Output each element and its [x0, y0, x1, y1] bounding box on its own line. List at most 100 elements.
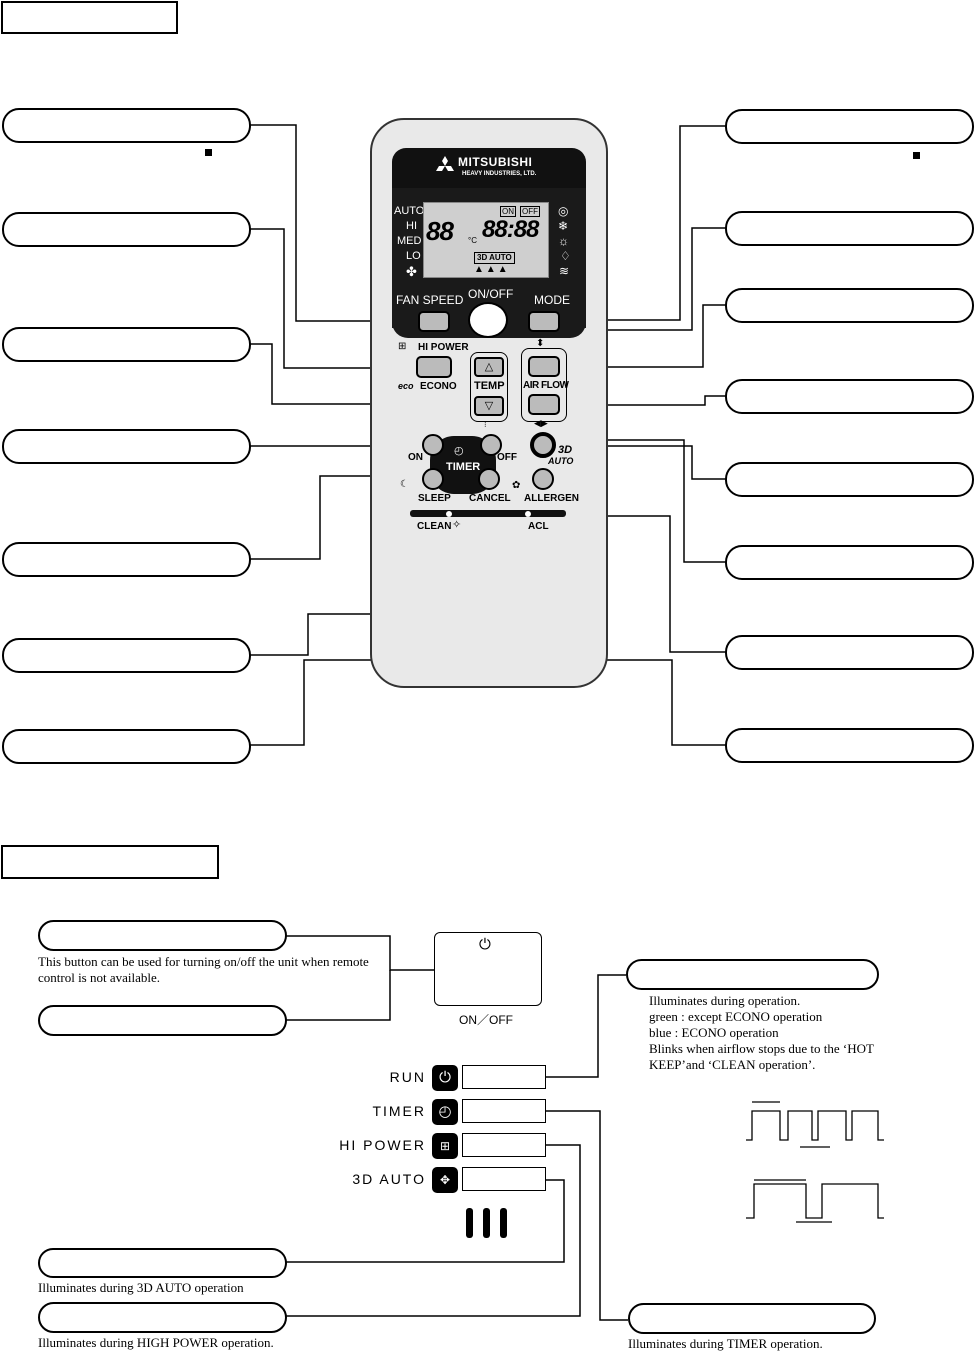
fan-icon: ✤ — [406, 264, 417, 279]
callout-pill — [38, 920, 287, 951]
callout-pill — [2, 729, 251, 764]
callout-pill — [2, 108, 251, 143]
mode-cool-icon: ❄ — [558, 219, 569, 233]
3d-auto-indicator-lamp — [462, 1167, 546, 1191]
on-off-button[interactable] — [468, 302, 508, 338]
acl-reset-button[interactable] — [525, 511, 531, 517]
remote-brand-panel — [392, 148, 586, 188]
callout-pill — [2, 429, 251, 464]
clock-icon: ◴ — [454, 445, 464, 457]
allergen-label: ALLERGEN — [524, 493, 579, 504]
remote-section-header — [1, 1, 178, 34]
callout-pill — [2, 212, 251, 247]
temp-group — [470, 352, 508, 422]
callout-pill — [725, 288, 974, 323]
3d-label: 3D — [558, 444, 573, 456]
hi-power-indicator-lamp — [462, 1133, 546, 1157]
econo-icon: eco — [398, 381, 414, 391]
mode-button[interactable] — [528, 311, 560, 332]
callout-pill — [725, 635, 974, 670]
callout-pill — [38, 1248, 287, 1278]
clock-icon: ◴ — [432, 1099, 458, 1125]
fan-level-med: MED — [397, 235, 422, 247]
sleep-icon: ☾ — [400, 479, 409, 490]
timer-indicator-label: TIMER — [372, 1103, 426, 1119]
mitsubishi-logo-icon — [435, 155, 455, 175]
3d-auto-icon: ✥ — [432, 1167, 458, 1193]
callout-pill — [725, 545, 974, 580]
hi-power-econo-button[interactable] — [416, 356, 452, 378]
run-description-line-2: green : except ECONO operation — [649, 1009, 823, 1024]
lcd-screen — [423, 202, 549, 278]
unit-section-header — [1, 845, 219, 879]
callout-pill — [626, 959, 879, 990]
brand-subname: HEAVY INDUSTRIES, LTD. — [462, 171, 537, 177]
temp-up-button[interactable]: △ — [474, 357, 504, 377]
on-off-note: This button can be used for turning on/o… — [38, 954, 369, 985]
airflow-horizontal-button[interactable] — [528, 394, 560, 415]
callout-pill — [725, 379, 974, 414]
lcd-3d-auto: 3D AUTO — [474, 252, 515, 264]
acl-label: ACL — [528, 521, 549, 532]
timer-description: Illuminates during TIMER operation. — [628, 1336, 823, 1351]
unit-on-off-label: ON／OFF — [459, 1013, 513, 1027]
3d-auto-sublabel: AUTO — [548, 456, 574, 466]
airflow-label: AIR FLOW — [523, 380, 569, 391]
3d-auto-description: Illuminates during 3D AUTO operation — [38, 1280, 244, 1295]
mode-fan-icon: ≋ — [559, 264, 570, 278]
lcd-timer-off: OFF — [520, 206, 540, 217]
callout-pill — [2, 327, 251, 362]
horizontal-airflow-icon: ◀▶ — [534, 418, 548, 428]
callout-pill — [2, 638, 251, 673]
run-description-line-4: Blinks when airflow stops due to the ‘HO… — [649, 1041, 874, 1056]
callout-pill — [725, 462, 974, 497]
airflow-vertical-button[interactable] — [528, 356, 560, 377]
callout-pill — [38, 1302, 287, 1333]
econo-label: ECONO — [420, 381, 457, 392]
timer-off-label: OFF — [497, 452, 517, 463]
small-square-marker — [913, 152, 920, 159]
timer-dots-icon: ⁝ — [484, 420, 487, 429]
clean-reset-button[interactable] — [446, 511, 452, 517]
hi-power-icon: ⊞ — [432, 1133, 458, 1159]
unit-on-off-switch[interactable] — [434, 932, 542, 1006]
timer-off-button[interactable] — [480, 434, 502, 456]
timer-on-label: ON — [408, 452, 423, 463]
mode-label: MODE — [534, 293, 570, 307]
run-indicator-lamp — [462, 1065, 546, 1089]
mode-heat-icon: ☼ — [558, 234, 569, 248]
lcd-degree-unit: °C — [468, 236, 477, 245]
fan-speed-label: FAN SPEED — [396, 293, 464, 307]
airflow-group — [521, 348, 567, 422]
sleep-button[interactable] — [422, 468, 444, 490]
run-description-line-3: blue : ECONO operation — [649, 1025, 779, 1040]
callout-pill — [725, 728, 974, 763]
lcd-clock: 88:88 — [482, 216, 539, 243]
mode-auto-icon: ◎ — [558, 204, 569, 218]
run-description-line-1: Illuminates during operation. — [649, 993, 801, 1008]
fan-level-lo: LO — [406, 250, 421, 262]
hi-power-description: Illuminates during HIGH POWER operation. — [38, 1335, 274, 1350]
timer-label: TIMER — [446, 461, 481, 473]
fan-level-auto: AUTO — [394, 205, 425, 217]
cancel-button[interactable] — [478, 468, 500, 490]
allergen-icon: ✿ — [512, 480, 521, 491]
callout-pill — [2, 542, 251, 577]
vertical-airflow-icon: ⬍ — [536, 338, 545, 349]
3d-auto-button[interactable] — [530, 432, 556, 458]
temp-down-button[interactable]: ▽ — [474, 396, 504, 416]
timer-on-button[interactable] — [422, 434, 444, 456]
clean-acl-strip — [410, 510, 566, 517]
on-off-label: ON/OFF — [468, 287, 514, 301]
clean-sparkle-icon: ✧ — [452, 519, 462, 531]
small-square-marker — [205, 149, 212, 156]
lcd-timer-on: ON — [500, 206, 516, 217]
allergen-button[interactable] — [532, 468, 554, 490]
hi-power-icon: ⊞ — [398, 341, 407, 352]
fan-speed-button[interactable] — [418, 311, 450, 332]
lcd-temperature: 88 — [426, 216, 454, 246]
temp-label: TEMP — [474, 380, 505, 392]
lcd-airflow-icons: ▲▲▲ — [474, 264, 510, 275]
callout-pill — [725, 109, 974, 144]
3d-auto-indicator-label: 3D AUTO — [352, 1171, 426, 1187]
